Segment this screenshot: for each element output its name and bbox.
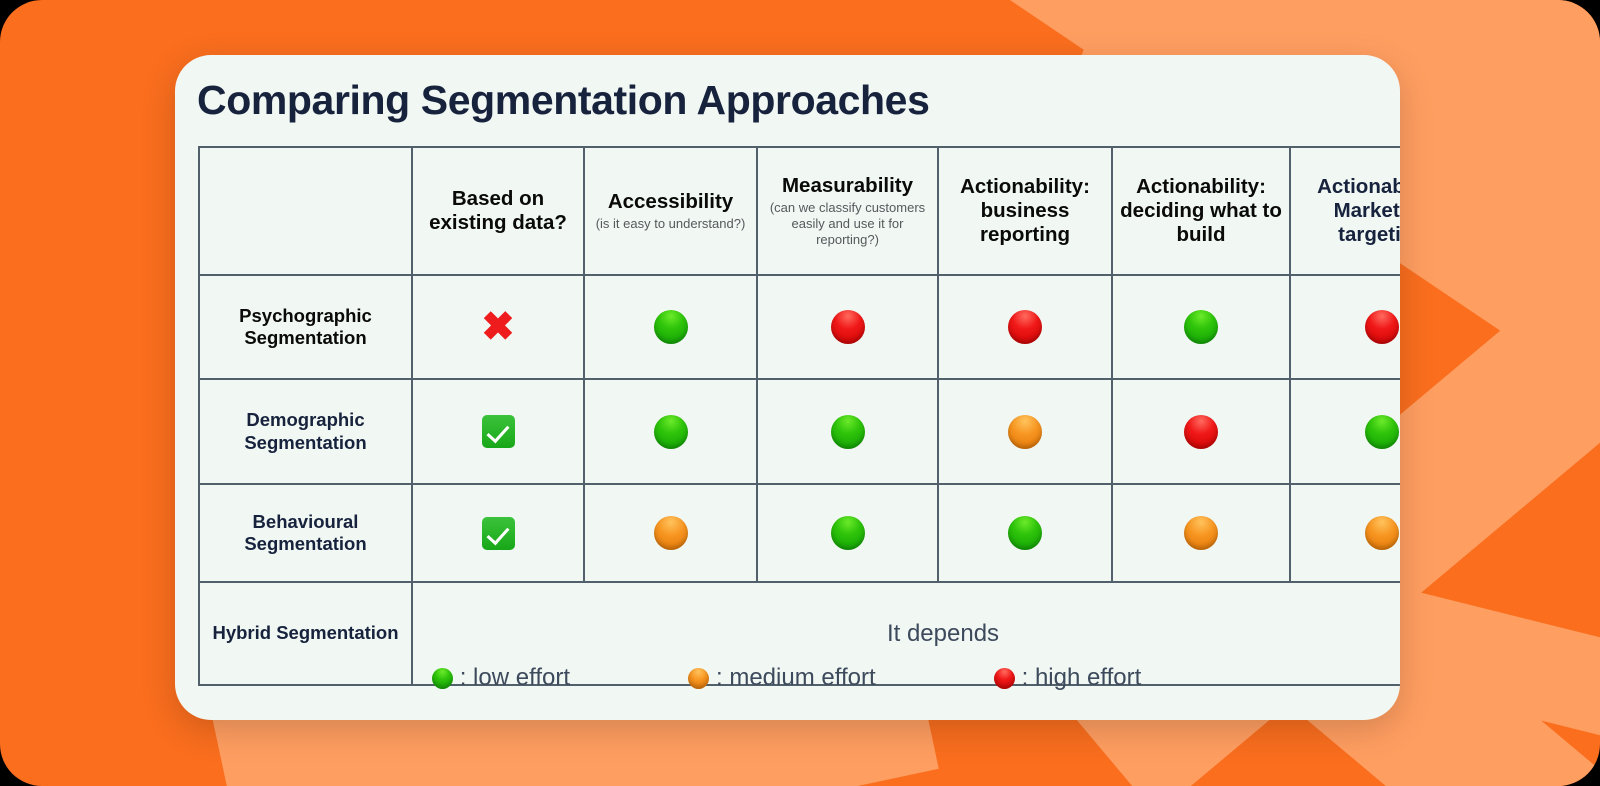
cell-behavioural-business-reporting xyxy=(937,483,1113,583)
legend-item-medium-effort: : medium effort xyxy=(688,664,876,692)
legend: : low effort : medium effort : high effo… xyxy=(198,664,1375,692)
check-icon xyxy=(481,516,515,550)
row-label-behavioural: Behavioural Segmentation xyxy=(198,483,413,583)
header-cell-based-on-existing-data: Based on existing data? xyxy=(411,146,585,276)
header-title: Accessibility xyxy=(607,189,734,213)
cell-hybrid-it-depends: It depends xyxy=(411,581,1400,686)
header-title: Measurability xyxy=(781,173,914,197)
header-cell-accessibility: Accessibility (is it easy to understand?… xyxy=(583,146,758,276)
cell-psychographic-deciding-what-to-build xyxy=(1111,274,1291,380)
header-subtitle: (is it easy to understand?) xyxy=(595,215,746,231)
cell-psychographic-marketing-targeting xyxy=(1289,274,1400,380)
status-dot-red xyxy=(830,310,865,344)
page-title: Comparing Segmentation Approaches xyxy=(197,77,930,123)
header-cell-actionability-deciding-what-to-build: Actionability: deciding what to build xyxy=(1111,146,1291,276)
cell-behavioural-measurability xyxy=(756,483,939,583)
legend-item-low-effort: : low effort xyxy=(431,664,570,692)
cell-demographic-deciding-what-to-build xyxy=(1111,378,1291,485)
status-dot-orange xyxy=(1184,516,1218,550)
cell-psychographic-business-reporting xyxy=(937,274,1113,380)
status-dot-green xyxy=(653,310,688,344)
table-row: Hybrid Segmentation It depends xyxy=(198,581,1400,686)
cell-psychographic-measurability xyxy=(756,274,939,380)
table-header-row: Based on existing data? Accessibility (i… xyxy=(198,146,1400,276)
cell-demographic-based-on-existing-data xyxy=(411,378,585,485)
cell-behavioural-accessibility xyxy=(583,483,758,583)
legend-label: : high effort xyxy=(1021,664,1142,691)
legend-label: : medium effort xyxy=(716,664,876,691)
header-cell-actionability-marketing-targeting: Actionability: Marketing targeting xyxy=(1289,146,1400,276)
status-dot-red xyxy=(993,667,1015,689)
table-row: Demographic Segmentation xyxy=(198,378,1400,485)
status-dot-green xyxy=(1365,414,1399,449)
header-cell-actionability-business-reporting: Actionability: business reporting xyxy=(937,146,1113,276)
status-dot-red xyxy=(1184,414,1218,449)
cell-demographic-business-reporting xyxy=(937,378,1113,485)
legend-label: : low effort xyxy=(459,664,570,691)
status-dot-green xyxy=(830,516,865,550)
content-card: Comparing Segmentation Approaches Based … xyxy=(175,55,1400,720)
cell-behavioural-based-on-existing-data xyxy=(411,483,585,583)
status-dot-green xyxy=(1184,310,1218,344)
header-cell-measurability: Measurability (can we classify customers… xyxy=(756,146,939,276)
cell-psychographic-based-on-existing-data: ✖ xyxy=(411,274,585,380)
comparison-table: Based on existing data? Accessibility (i… xyxy=(198,146,1400,686)
status-dot-orange xyxy=(1008,414,1042,449)
table-row: Psychographic Segmentation ✖ xyxy=(198,274,1400,380)
legend-item-high-effort: : high effort xyxy=(993,664,1142,692)
status-dot-green xyxy=(431,667,453,689)
cell-demographic-measurability xyxy=(756,378,939,485)
row-label-psychographic: Psychographic Segmentation xyxy=(198,274,413,380)
status-dot-green xyxy=(830,414,865,449)
table-row: Behavioural Segmentation xyxy=(198,483,1400,583)
table-body: Psychographic Segmentation ✖ Demographic… xyxy=(198,274,1400,686)
header-cell-empty xyxy=(198,146,413,276)
header-title: Based on existing data? xyxy=(429,187,567,234)
header-subtitle: (can we classify customers easily and us… xyxy=(769,199,926,248)
header-title: Actionability: business reporting xyxy=(960,175,1090,246)
status-dot-orange xyxy=(653,516,688,550)
cell-behavioural-deciding-what-to-build xyxy=(1111,483,1291,583)
status-dot-orange xyxy=(1365,516,1399,550)
cell-demographic-marketing-targeting xyxy=(1289,378,1400,485)
header-title: Actionability: deciding what to build xyxy=(1120,175,1282,246)
check-icon xyxy=(481,415,515,448)
status-dot-red xyxy=(1365,310,1399,344)
row-label-demographic: Demographic Segmentation xyxy=(198,378,413,485)
row-label-hybrid: Hybrid Segmentation xyxy=(198,581,413,686)
status-dot-green xyxy=(1008,516,1042,550)
cell-behavioural-marketing-targeting xyxy=(1289,483,1400,583)
cross-icon: ✖ xyxy=(481,305,515,349)
cell-psychographic-accessibility xyxy=(583,274,758,380)
cell-demographic-accessibility xyxy=(583,378,758,485)
status-dot-orange xyxy=(688,667,709,689)
status-dot-red xyxy=(1008,310,1042,344)
table-header: Based on existing data? Accessibility (i… xyxy=(198,146,1400,276)
status-dot-green xyxy=(653,414,688,449)
header-title: Actionability: Marketing targeting xyxy=(1317,175,1400,246)
